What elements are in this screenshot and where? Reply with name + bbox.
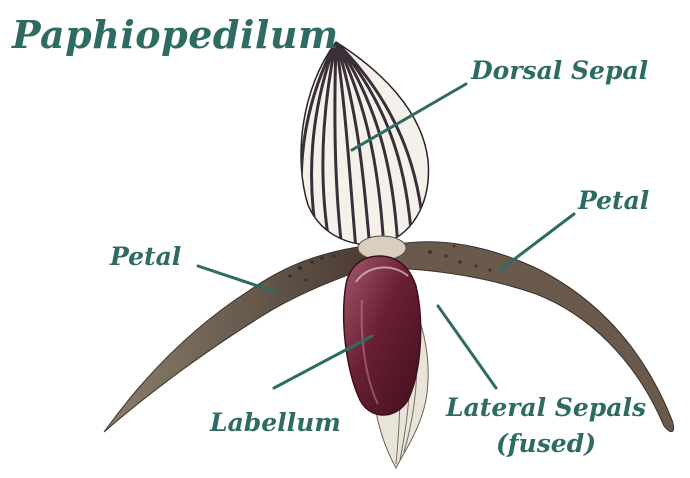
leader-lateral-sepals (438, 306, 496, 388)
leader-petal-right (500, 214, 574, 270)
labellum-shape (344, 256, 421, 415)
label-petal-left: Petal (110, 242, 181, 271)
label-petal-right: Petal (578, 186, 649, 215)
leader-petal-left (198, 266, 276, 292)
label-lateral-sepals-line1: Lateral Sepals (446, 390, 646, 426)
label-lateral-sepals-line2: (fused) (446, 426, 646, 462)
label-lateral-sepals: Lateral Sepals (fused) (446, 390, 646, 462)
label-labellum: Labellum (210, 408, 341, 437)
left-petal-shape (104, 245, 372, 432)
label-dorsal-sepal: Dorsal Sepal (471, 56, 648, 85)
diagram-title: Paphiopedilum (12, 12, 339, 57)
